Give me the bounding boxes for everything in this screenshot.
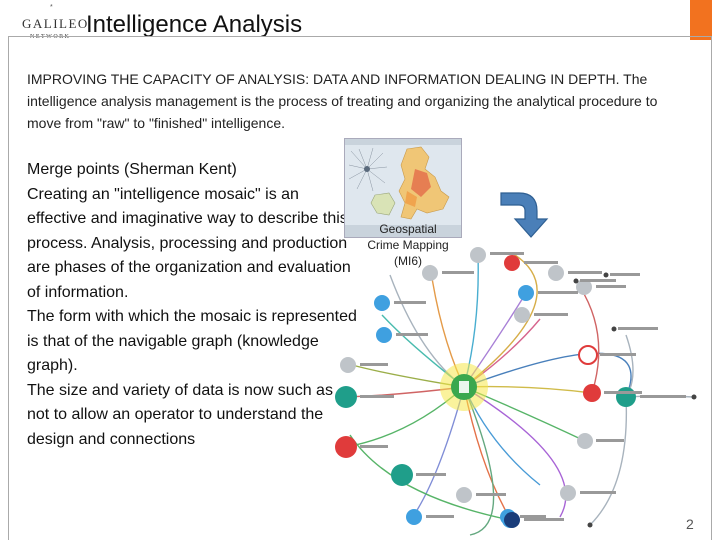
curved-arrow-icon (500, 192, 549, 238)
node-label-placeholders (360, 252, 686, 521)
graph-nodes (335, 247, 697, 528)
frame-right-line (711, 36, 712, 540)
logo-line2: NETWORK (30, 34, 71, 40)
frame-top-line (8, 36, 712, 37)
body-line-2: Creating an "intelligence mosaic" is an … (27, 185, 351, 301)
knowledge-graph (335, 247, 697, 536)
body-line-1: Merge points (Sherman Kent) (27, 161, 237, 178)
galileo-logo: * GALILEO NETWORK (22, 4, 87, 44)
logo-line1: GALILEO (22, 16, 89, 31)
intro-paragraph: IMPROVING THE CAPACITY OF ANALYSIS: DATA… (27, 71, 658, 131)
caption-line-2: Crime Mapping (367, 238, 449, 252)
slide-header: * GALILEO NETWORK Intelligence Analysis (0, 0, 720, 50)
slide-title: Intelligence Analysis (86, 11, 303, 38)
logo-star-icon: * (50, 4, 53, 11)
geospatial-caption: Geospatial Crime Mapping (MI6) (348, 221, 468, 269)
caption-line-3: (MI6) (394, 254, 422, 268)
crime-map-image (345, 139, 461, 237)
body-text: Merge points (Sherman Kent) Creating an … (27, 158, 357, 452)
body-line-3: The form with which the mosaic is repres… (27, 308, 357, 374)
page-number: 2 (686, 516, 694, 532)
body-line-4: The size and variety of data is now such… (27, 381, 333, 448)
frame-left-line (8, 36, 9, 540)
accent-bar (690, 0, 712, 40)
crime-map-screenshot (344, 138, 462, 238)
caption-line-1: Geospatial (379, 222, 437, 236)
